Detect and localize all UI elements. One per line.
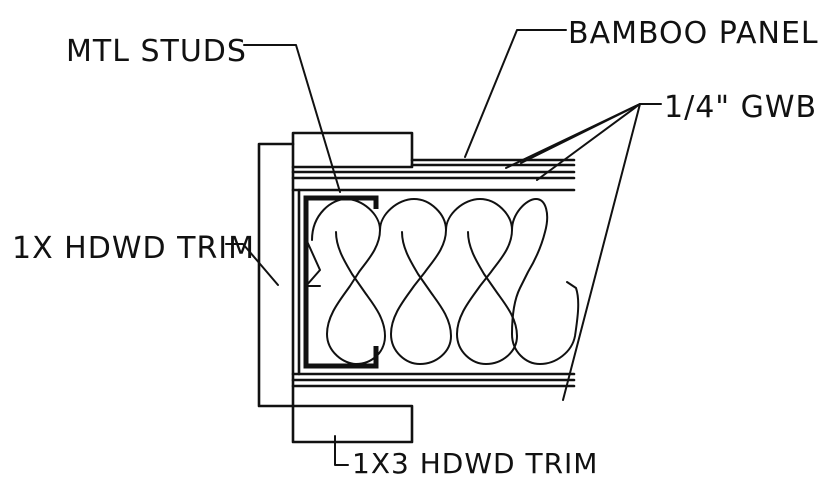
gwb-layers-bottom: [291, 372, 576, 388]
bamboo-panel-block: [291, 131, 414, 169]
leader-1x3-hdwd-trim: [334, 435, 349, 466]
leader-mtl-studs: [243, 44, 341, 193]
leader-bamboo-panel: [464, 29, 567, 158]
metal-stud: [303, 195, 379, 369]
label-bamboo-panel: BAMBOO PANEL: [568, 16, 819, 51]
leader-1x-hdwd-trim: [225, 243, 279, 286]
label-1x-hdwd-trim: 1X HDWD TRIM: [12, 231, 255, 266]
gwb-layers-top: [291, 158, 576, 192]
stud-return-lip: [305, 238, 321, 287]
label-1x3-hdwd-trim: 1X3 HDWD TRIM: [352, 447, 598, 478]
1x3-trim-block: [291, 404, 414, 444]
label-gwb: 1/4" GWB: [664, 90, 817, 125]
1x-trim-frame: [257, 142, 295, 408]
leader-gwb: [505, 103, 662, 401]
label-mtl-studs: MTL STUDS: [66, 34, 247, 69]
batt-insulation: [311, 198, 580, 365]
